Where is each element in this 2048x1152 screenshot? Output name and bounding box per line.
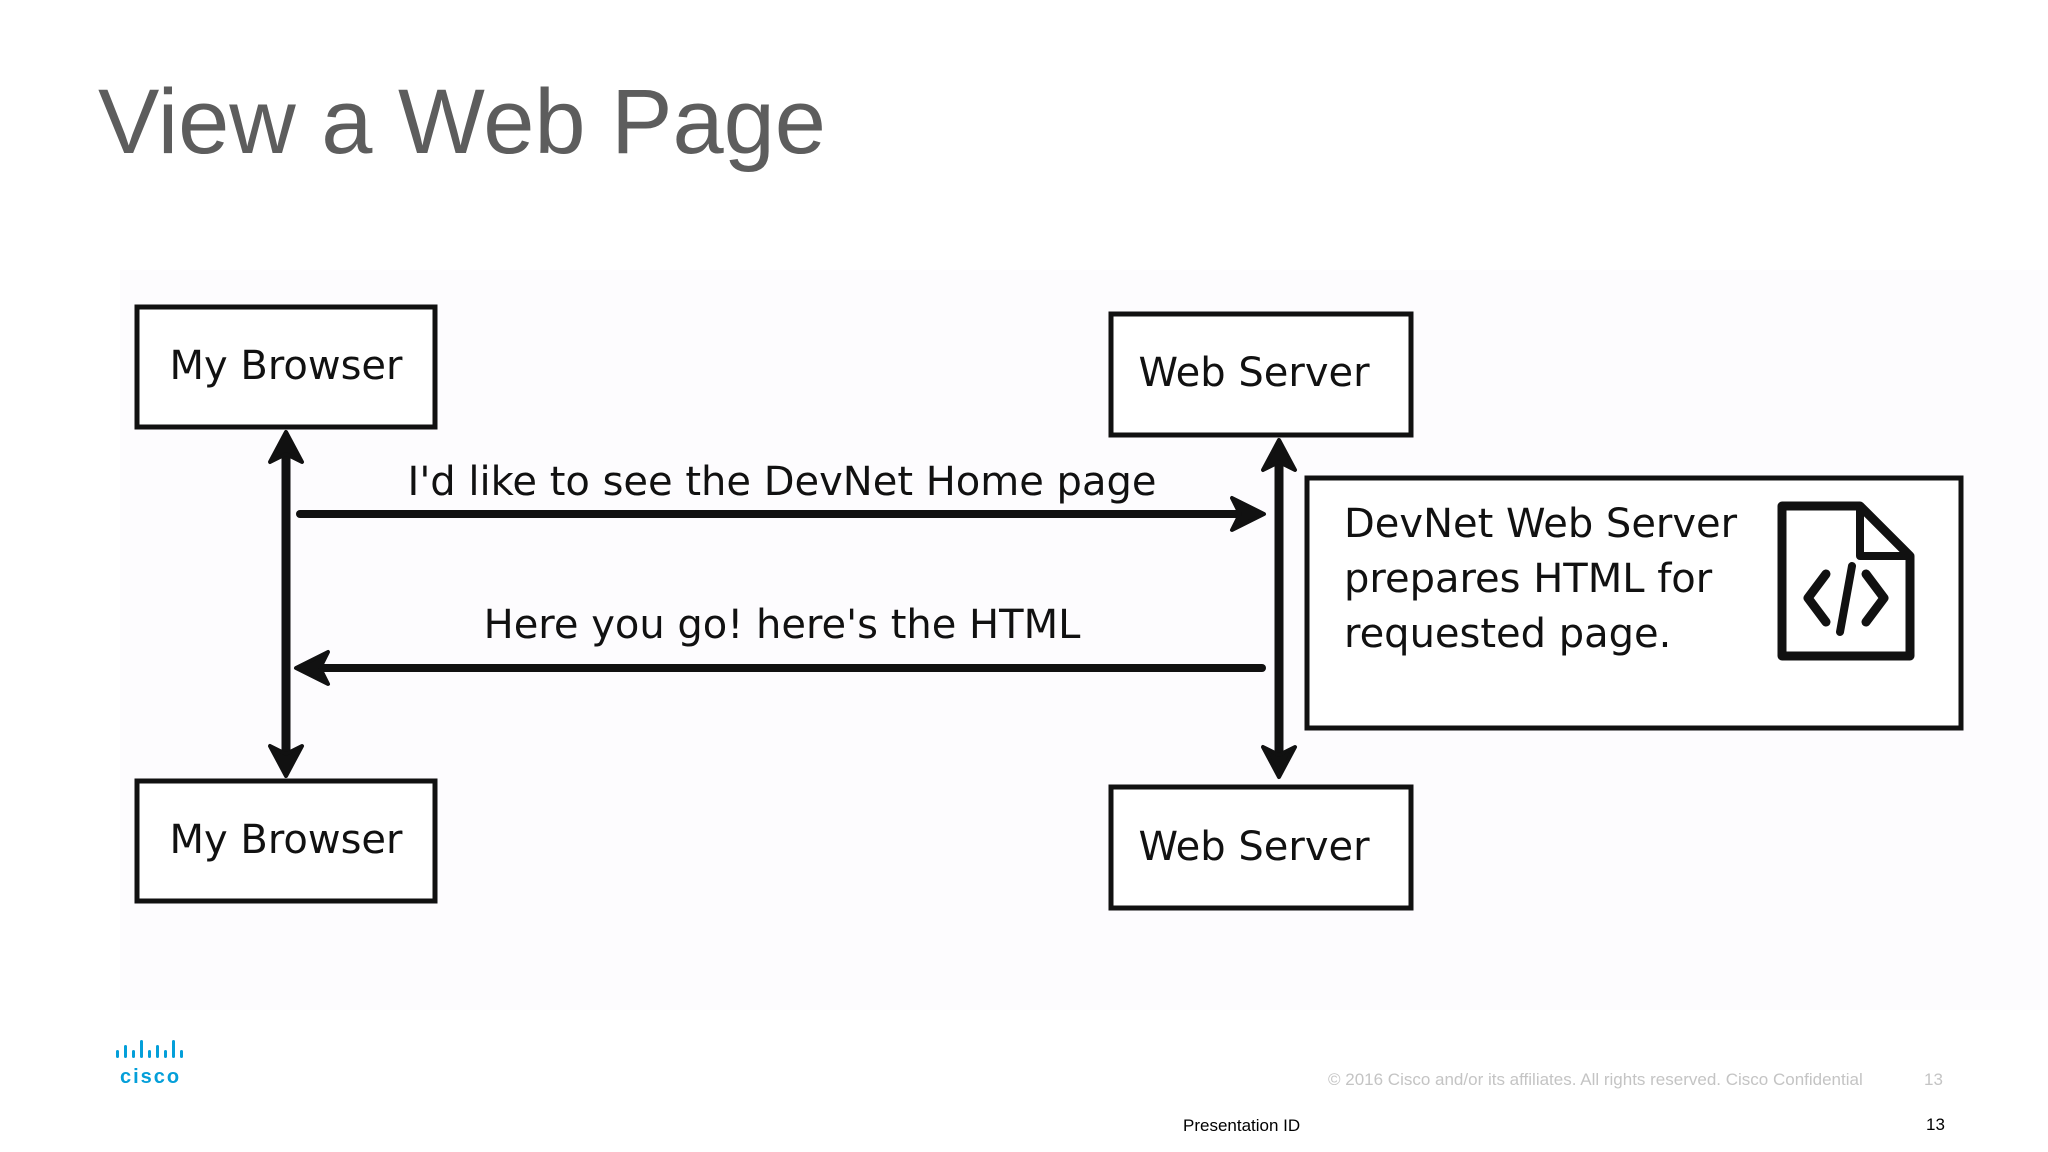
browser-box-top: My Browser: [134, 304, 438, 430]
request-arrow: I'd like to see the DevNet Home page: [296, 459, 1266, 532]
note-line-3: requested page.: [1344, 611, 1671, 657]
copyright-page-number: 13: [1924, 1070, 1943, 1089]
page-number: 13: [1926, 1115, 1945, 1134]
cisco-logo-icon: [116, 1040, 183, 1058]
server-box-bottom-label: Web Server: [1138, 824, 1370, 870]
copyright-notice: © 2016 Cisco and/or its affiliates. All …: [1328, 1070, 1863, 1089]
browser-box-bottom-label: My Browser: [170, 817, 404, 863]
server-box-bottom: Web Server: [1108, 784, 1414, 911]
browser-box-top-label: My Browser: [170, 343, 404, 389]
footer-bar: [0, 1110, 2048, 1152]
browser-lifeline: [268, 430, 304, 778]
slide-title: View a Web Page: [98, 71, 826, 173]
browser-box-bottom: My Browser: [134, 778, 438, 904]
response-message: Here you go! here's the HTML: [484, 602, 1081, 648]
presentation-id: Presentation ID: [1183, 1116, 1301, 1135]
note-line-1: DevNet Web Server: [1344, 501, 1738, 547]
server-lifeline: [1261, 438, 1297, 779]
request-message: I'd like to see the DevNet Home page: [408, 459, 1157, 505]
response-arrow: Here you go! here's the HTML: [294, 602, 1266, 686]
note-line-2: prepares HTML for: [1344, 556, 1713, 602]
cisco-logo-text: cisco: [120, 1066, 182, 1088]
html-code-file-icon: [1777, 501, 1915, 661]
server-box-top-label: Web Server: [1138, 350, 1370, 396]
server-note: DevNet Web Server prepares HTML for requ…: [1304, 475, 1964, 731]
server-box-top: Web Server: [1108, 311, 1414, 438]
